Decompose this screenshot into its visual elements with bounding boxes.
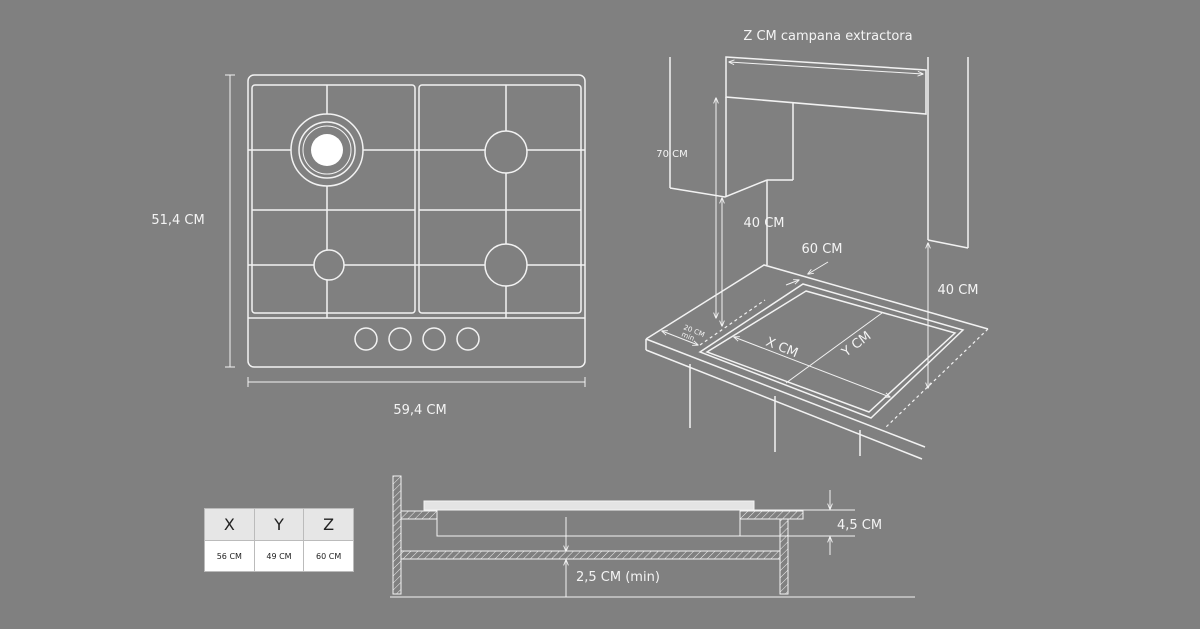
hob-height-label: 51,4 CM: [151, 213, 204, 228]
right-countertop: [739, 510, 804, 520]
table-value-y: 49 CM: [253, 540, 305, 572]
burner-medium-icon: [484, 130, 528, 174]
side-wall: [927, 57, 969, 249]
knob-icon: [422, 327, 446, 351]
pan-supports: [248, 84, 585, 318]
hood-width-label: Z CM campana extractora: [743, 29, 912, 44]
cross-section: 2,5 CM (min) 4,5 CM: [390, 475, 915, 598]
cutout-x-label: X CM: [764, 335, 801, 361]
knob-icon: [388, 327, 412, 351]
table-header-y: Y: [253, 508, 305, 541]
wall-cabinet: [669, 57, 794, 265]
extractor-hood: [725, 56, 927, 115]
hob-width-label: 59,4 CM: [393, 403, 446, 418]
dimensions-table: X Y Z 56 CM 49 CM 60 CM: [204, 508, 354, 572]
hob-top-view: 51,4 CM 59,4 CM: [151, 74, 586, 418]
table-value-x: 56 CM: [204, 540, 255, 572]
depth-label: 60 CM: [802, 242, 843, 257]
hob-outline: [247, 74, 586, 368]
side-clearance-label: 40 CM: [938, 283, 979, 298]
knob-icon: [456, 327, 480, 351]
left-countertop: [400, 510, 438, 520]
cabinet-height-label: 70 CM: [656, 149, 688, 160]
section-height-label: 4,5 CM: [837, 518, 882, 533]
right-wall: [779, 518, 789, 595]
hob-plate: [423, 500, 755, 511]
installation-perspective: Z CM campana extractora 70 CM 40 CM 40 C…: [645, 29, 989, 460]
control-knobs: [354, 327, 480, 351]
shelf: [400, 550, 781, 560]
hood-clearance-label: 40 CM: [744, 216, 785, 231]
table-value-z: 60 CM: [303, 540, 354, 572]
cutout: [698, 280, 965, 419]
gap-label: 2,5 CM (min): [576, 570, 660, 585]
hob-body: [436, 511, 741, 537]
burner-small-icon: [313, 249, 345, 281]
cutout-y-label: Y CM: [839, 329, 875, 361]
knob-icon: [354, 327, 378, 351]
table-header-z: Z: [303, 508, 354, 541]
burner-large-icon: [290, 113, 364, 187]
left-wall: [392, 475, 402, 595]
table-header-x: X: [204, 508, 255, 541]
burner-medium-icon: [484, 243, 528, 287]
